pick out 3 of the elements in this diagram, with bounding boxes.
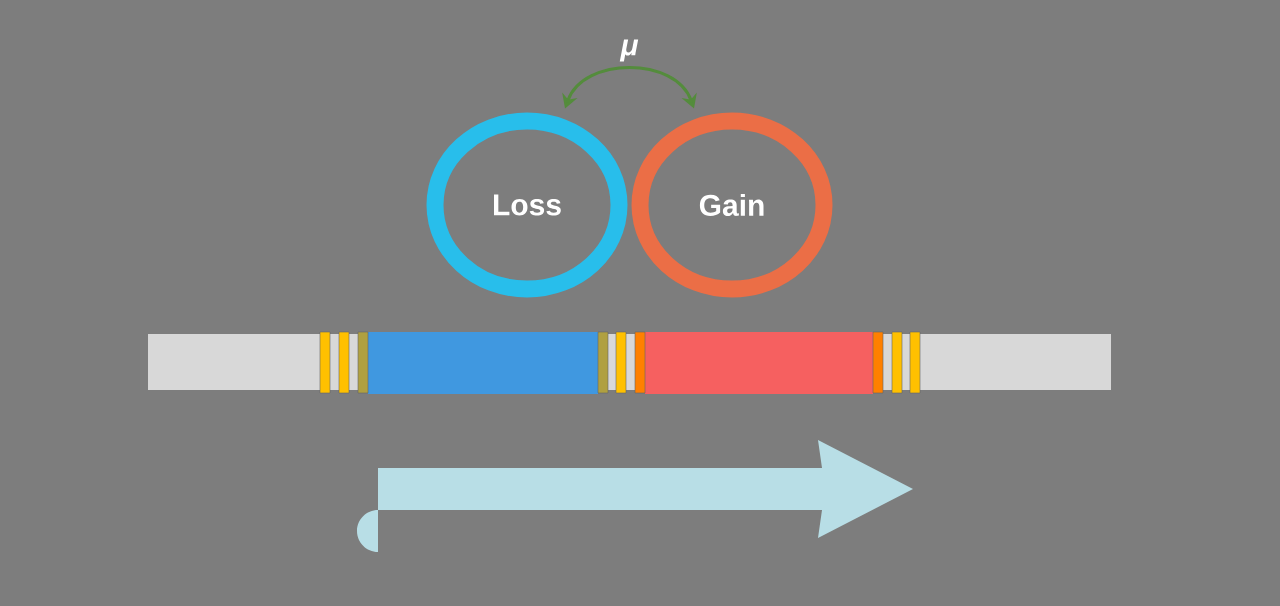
ring-resonator: Gain <box>631 112 833 298</box>
edge-label: μ <box>619 39 639 62</box>
ring-resonator: Loss <box>426 112 628 298</box>
